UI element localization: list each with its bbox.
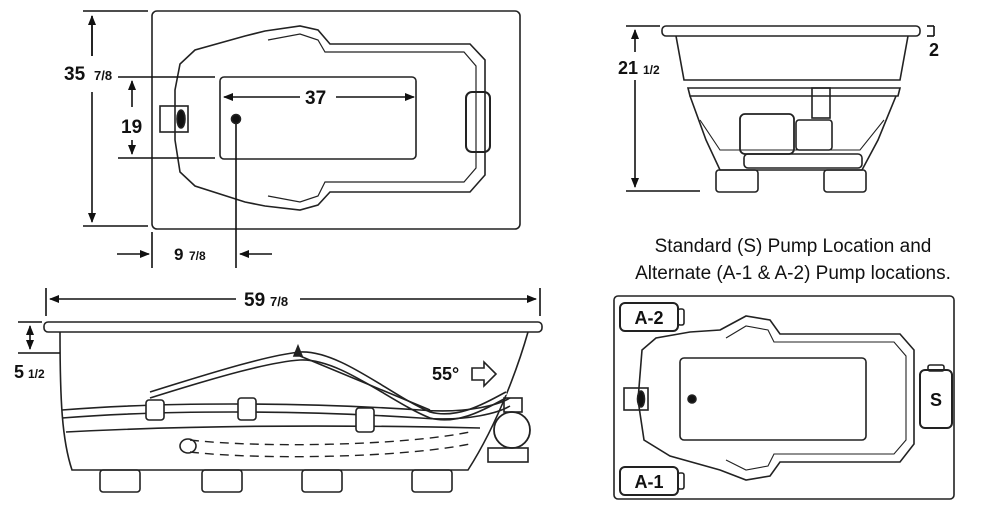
side-view-foot-4: [411, 469, 453, 493]
drain-offset-fraction: 7/8: [189, 249, 206, 263]
pump-view-basin: [637, 315, 915, 481]
side-view: [43, 321, 543, 493]
side-view-jet-3: [355, 407, 375, 433]
pump-caption-line-2: Alternate (A-1 & A-2) Pump locations.: [635, 263, 951, 284]
top-view-pillow: [465, 91, 491, 153]
side-length-label: 59: [244, 290, 265, 311]
top-view-drain: [159, 105, 189, 133]
side-view-pump: [493, 411, 531, 449]
drain-offset-label: 9: [174, 245, 183, 264]
end-view-dimensions: [626, 25, 935, 192]
side-view-jet-2: [237, 397, 257, 421]
side-view-air-channel: [189, 431, 471, 446]
end-view-foot-left: [715, 169, 759, 193]
rim-height-label: 2: [929, 40, 939, 60]
top-view-floor: [219, 76, 417, 160]
inner-length-label: 37: [305, 88, 326, 109]
end-view-foot-right: [823, 169, 867, 193]
pump-view-floor: [679, 357, 867, 441]
side-rim-fraction: 1/2: [28, 367, 45, 381]
pump-caption-line-1: Standard (S) Pump Location and: [655, 236, 932, 257]
top-view: [151, 10, 521, 230]
end-view: [661, 25, 921, 193]
end-height-label: 21: [618, 58, 638, 78]
side-view-dimensions: [18, 288, 541, 354]
angle-label: 55°: [432, 364, 459, 384]
angle-arrow-icon: [471, 360, 498, 388]
side-length-fraction: 7/8: [270, 294, 288, 309]
side-view-shell: [59, 331, 529, 471]
side-view-foot-2: [201, 469, 243, 493]
top-width-fraction: 7/8: [94, 68, 112, 83]
side-view-jet-1: [145, 399, 165, 421]
top-width-label: 35: [64, 64, 86, 85]
top-view-dimensions: [83, 10, 415, 268]
top-view-outline: [151, 10, 521, 230]
side-rim-label: 5: [14, 362, 24, 382]
inner-width-label: 19: [121, 117, 142, 138]
side-view-foot-1: [99, 469, 141, 493]
side-view-rim: [43, 321, 543, 333]
pump-view-drain-dot: [687, 394, 697, 404]
pump-tag-a1-label: A-1: [634, 472, 663, 492]
pump-tag-s-label: S: [930, 390, 942, 410]
pump-tag-a2-label: A-2: [634, 308, 663, 328]
pump-tag-s: [919, 369, 953, 429]
end-view-shell: [675, 35, 909, 81]
pump-view-outline: [613, 295, 955, 500]
end-view-pump: [739, 113, 795, 155]
side-view-foot-3: [301, 469, 343, 493]
pump-location-view: [613, 295, 955, 500]
top-view-basin: [174, 25, 486, 211]
top-view-drain-dot: [230, 113, 242, 125]
end-height-fraction: 1/2: [643, 63, 660, 77]
end-view-rim: [661, 25, 921, 37]
